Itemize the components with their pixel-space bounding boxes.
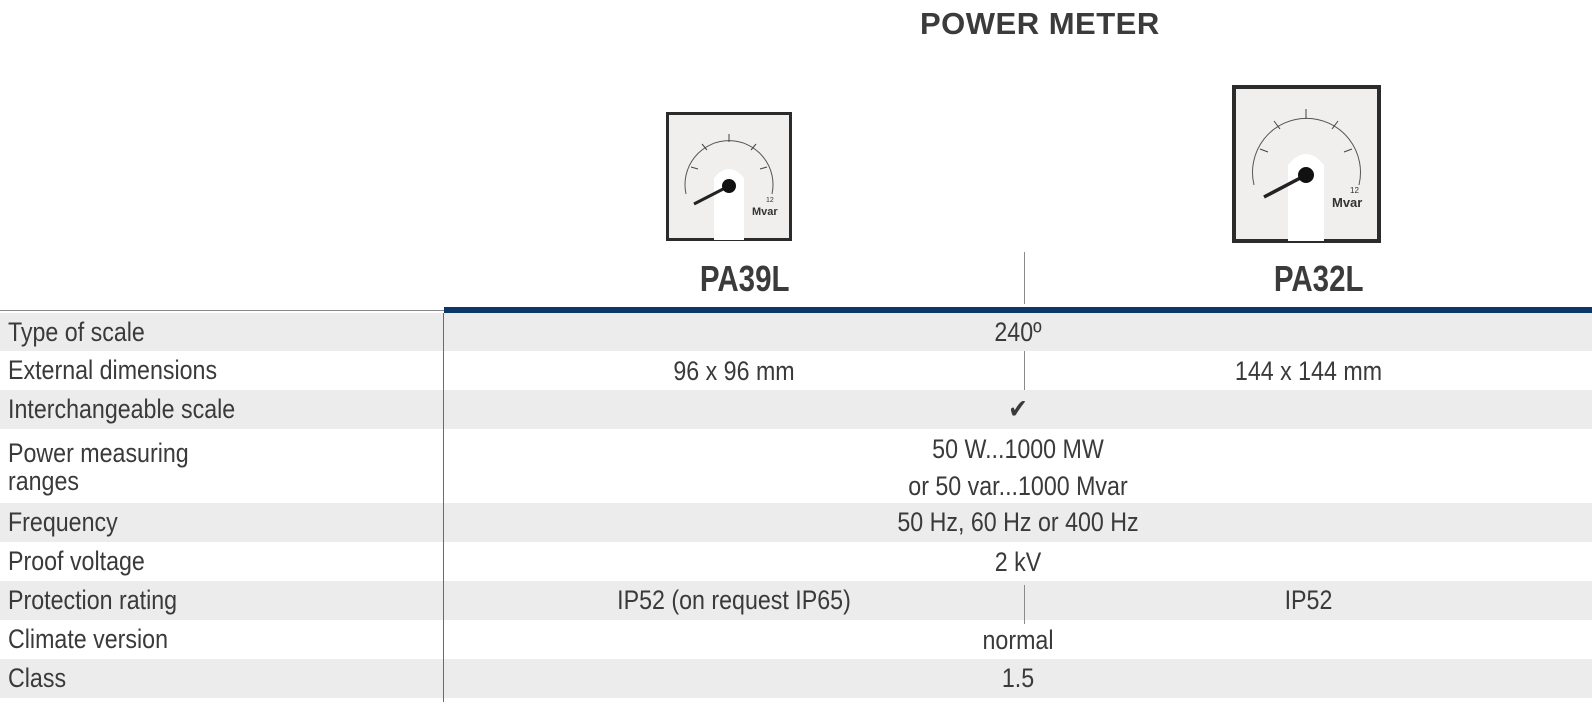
row-value-pa39l: 96 x 96 mm [673,356,795,386]
check-mark-icon: ✔ [1008,394,1028,424]
row-value: 1.5 [1001,663,1035,693]
row-label: Type of scale [8,317,145,347]
table-row: Power measuring ranges 50 W...1000 MW or… [0,429,1592,503]
table-row: Proof voltage 2 kV [0,542,1592,581]
column-divider [1024,585,1025,624]
row-value-pa32l: IP52 [1284,585,1333,615]
label-column-divider [443,313,444,702]
product-name-pa32l: PA32L [1273,258,1364,299]
row-value: 50 Hz, 60 Hz or 400 Hz [897,507,1139,537]
page-title: POWER METER [920,6,1160,41]
table-row: Type of scale 240º [0,313,1592,351]
table-row: Interchangeable scale ✔ [0,390,1592,429]
product-name-pa39l: PA39L [699,258,790,299]
spec-table: Type of scale 240º External dimensions 9… [0,313,1592,698]
header-divider [1024,252,1025,304]
row-value: 240º [994,317,1042,347]
meter-pa39l-image: Mvar 12 [666,112,792,241]
meter-unit-label: Mvar [1332,195,1362,210]
meter-unit-label: Mvar [752,206,778,218]
meter-scale-max: 12 [1350,186,1359,195]
row-label: Class [8,663,67,693]
row-value-line2: or 50 var...1000 Mvar [908,471,1128,501]
table-row: Class 1.5 [0,659,1592,698]
row-value-pa32l: 144 x 144 mm [1234,356,1383,386]
table-row: External dimensions 96 x 96 mm 144 x 144… [0,351,1592,390]
row-label-line1: Power measuring [8,438,189,468]
row-label: Frequency [8,507,118,537]
row-value-line1: 50 W...1000 MW [932,434,1104,464]
row-label: Proof voltage [8,546,145,576]
table-row: Climate version normal [0,620,1592,659]
row-label: External dimensions [8,355,218,385]
table-row: Protection rating IP52 (on request IP65)… [0,581,1592,620]
meter-scale-max: 12 [766,197,774,204]
column-divider [1024,351,1025,390]
row-value-pa39l: IP52 (on request IP65) [617,585,851,615]
row-label: Climate version [8,624,169,654]
row-label: Interchangeable scale [8,394,236,424]
row-label: Protection rating [8,585,178,615]
row-value: 2 kV [994,547,1042,577]
header-rule-gray [0,310,444,311]
row-label-line2: ranges [8,466,80,496]
meter-pa32l-image: Mvar 12 [1232,85,1381,243]
row-value: normal [982,625,1054,655]
header-rule-blue [444,307,1592,313]
table-row: Frequency 50 Hz, 60 Hz or 400 Hz [0,503,1592,542]
